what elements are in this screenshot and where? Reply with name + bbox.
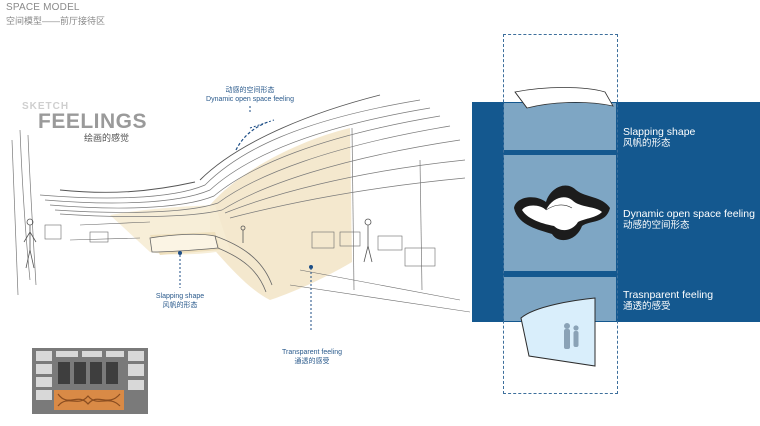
callout-transparent: Transparent feeling 通透的感受 — [272, 348, 352, 366]
feelings-heading: FEELINGS — [38, 110, 148, 133]
callout-slapping-cn: 风帆的形态 — [162, 302, 198, 309]
page-title: SPACE MODEL — [6, 2, 80, 13]
ribbon-model-icon — [514, 185, 610, 241]
column-outline — [503, 34, 618, 394]
floor-plan-thumbnail — [32, 348, 148, 414]
panel-slapping-en: Slapping shape — [623, 126, 696, 138]
panel-slapping-cn: 风帆的形态 — [623, 138, 671, 149]
panel-transparent-en: Trasnparent feeling — [623, 289, 714, 301]
panel-dynamic-en: Dynamic open space feeling — [623, 208, 755, 220]
callout-dynamic-en: Dynamic open space feeling — [206, 96, 294, 103]
panel-dynamic-cn: 动感的空间形态 — [623, 220, 690, 231]
sail-shape-icon — [514, 87, 614, 109]
glass-pane-icon — [520, 297, 596, 367]
tile-slapping-shape — [504, 103, 616, 150]
callout-dynamic-cn: 动感的空间形态 — [225, 87, 275, 94]
feelings-cn-label: 绘画的感觉 — [84, 133, 130, 143]
callout-transparent-dot — [309, 265, 313, 269]
panel-transparent-cn: 通透的感受 — [623, 301, 671, 312]
callout-slapping: Slapping shape 风帆的形态 — [140, 292, 220, 310]
callout-transparent-en: Transparent feeling — [281, 349, 343, 356]
callout-dynamic: 动感的空间形态 Dynamic open space feeling — [206, 86, 294, 104]
page-subtitle: 空间模型——前厅接待区 — [6, 16, 106, 26]
interior-sketch — [11, 94, 470, 330]
callout-slapping-en: Slapping shape — [155, 293, 205, 300]
callout-transparent-cn: 通透的感受 — [294, 358, 330, 365]
sketch-label: SKETCH — [22, 101, 70, 112]
callout-slapping-dot — [178, 251, 182, 255]
